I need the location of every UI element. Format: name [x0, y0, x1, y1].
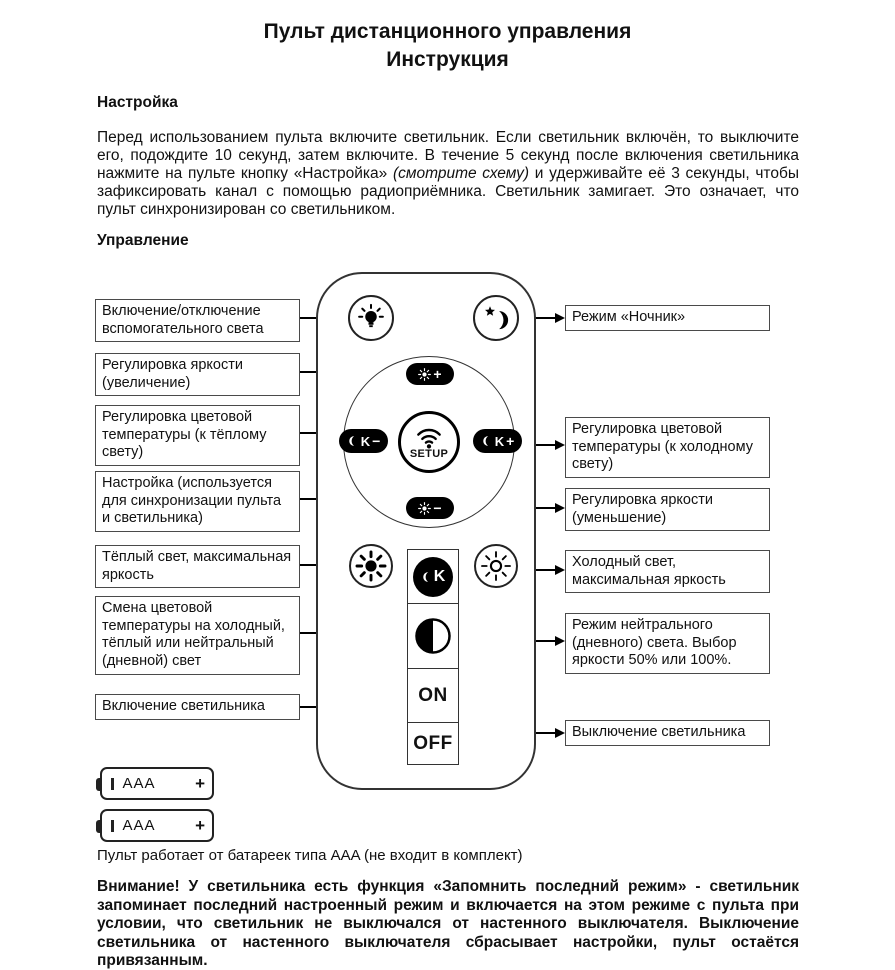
minus-sign: − — [433, 500, 442, 516]
callout-brightness-up: Регулировка яркости (увеличение) — [95, 353, 300, 397]
sun-icon — [418, 367, 432, 381]
on-button-label: ON — [418, 684, 448, 706]
setup-text-italic: (смотрите схему) — [392, 165, 530, 182]
battery-minus-mark — [111, 777, 114, 790]
callout-temp-warm: Регулировка цветовой температуры (к тёпл… — [95, 405, 300, 467]
callout-aux-light: Включение/отключение вспомогательного св… — [95, 299, 300, 343]
color-temp-cold-button: K + — [473, 429, 522, 453]
callout-temp-cold: Регулировка цветовой температуры (к холо… — [565, 417, 770, 479]
callout-night-mode: Режим «Ночник» — [565, 305, 770, 331]
off-button: OFF — [408, 722, 458, 764]
color-temp-warm-button: K − — [339, 429, 388, 453]
warning-paragraph: Внимание! У светильника есть функция «За… — [97, 878, 799, 969]
k-letter: K — [494, 433, 505, 449]
neutral-mode-button — [408, 603, 458, 668]
bulb-icon — [356, 303, 386, 333]
crescent-icon — [347, 435, 359, 447]
arrow-temp-cold — [524, 439, 565, 450]
battery-terminal-icon — [96, 778, 102, 791]
callout-warm-max: Тёплый свет, максимальная яркость — [95, 545, 300, 589]
warm-sun-icon — [355, 550, 387, 582]
page-title-line1: Пульт дистанционного управления — [263, 20, 632, 43]
callout-setup: Настройка (используется для синхронизаци… — [95, 471, 300, 533]
contrast-icon — [413, 616, 453, 656]
on-button: ON — [408, 668, 458, 722]
center-button-column: K ON OFF — [407, 549, 459, 765]
battery-label: AAA — [122, 817, 156, 834]
cold-light-button — [474, 544, 518, 588]
battery-label: AAA — [122, 775, 156, 792]
callout-brightness-down: Регулировка яркости (уменьшение) — [565, 488, 770, 532]
setup-button: SETUP — [398, 411, 460, 473]
night-mode-button — [473, 295, 519, 341]
callout-cold-max: Холодный свет, максимальная яркость — [565, 550, 770, 594]
aux-light-button — [348, 295, 394, 341]
cold-sun-icon — [480, 550, 512, 582]
minus-sign: − — [372, 433, 381, 449]
k-circle-icon: K — [413, 556, 453, 597]
brightness-up-button: + — [406, 363, 454, 385]
control-heading: Управление — [97, 232, 189, 249]
setup-paragraph: Перед использованием пульта включите све… — [97, 129, 799, 219]
k-letter: K — [433, 567, 446, 585]
crescent-icon — [481, 435, 493, 447]
battery-aaa-1: AAA + — [96, 767, 214, 800]
off-button-label: OFF — [413, 732, 453, 754]
plus-sign: + — [433, 366, 442, 382]
callout-lamp-off: Выключение светильника — [565, 720, 770, 746]
battery-plus-mark: + — [195, 773, 205, 793]
callout-lamp-on: Включение светильника — [95, 694, 300, 720]
callout-neutral-mode: Режим нейтрального (дневного) света. Выб… — [565, 613, 770, 675]
setup-text-after: и удерживайте её 3 секунды, чтобы зафикс… — [97, 165, 800, 218]
battery-minus-mark — [111, 819, 114, 832]
arrow-cold-max — [520, 564, 565, 575]
brightness-down-button: − — [406, 497, 454, 519]
battery-terminal-icon — [96, 820, 102, 833]
callout-temp-cycle: Смена цветовой температуры на холодный, … — [95, 596, 300, 675]
setup-heading: Настройка — [97, 94, 178, 111]
battery-caption: Пульт работает от батареек типа AAA (не … — [97, 847, 523, 864]
warm-light-button — [349, 544, 393, 588]
setup-text-before: Перед использованием пульта включите све… — [97, 129, 799, 182]
plus-sign: + — [506, 433, 515, 449]
arrow-night-mode — [520, 312, 565, 323]
setup-button-label: SETUP — [409, 447, 449, 460]
battery-aaa-2: AAA + — [96, 809, 214, 842]
color-temp-cycle-button: K — [408, 550, 458, 603]
battery-plus-mark: + — [195, 815, 205, 835]
wifi-icon — [413, 425, 445, 449]
sun-icon — [418, 501, 432, 515]
page-title-line2: Инструкция — [386, 47, 509, 71]
k-letter: K — [360, 433, 371, 449]
moon-star-icon — [481, 303, 511, 333]
page-title: Пульт дистанционного управления Инструкц… — [0, 18, 895, 73]
